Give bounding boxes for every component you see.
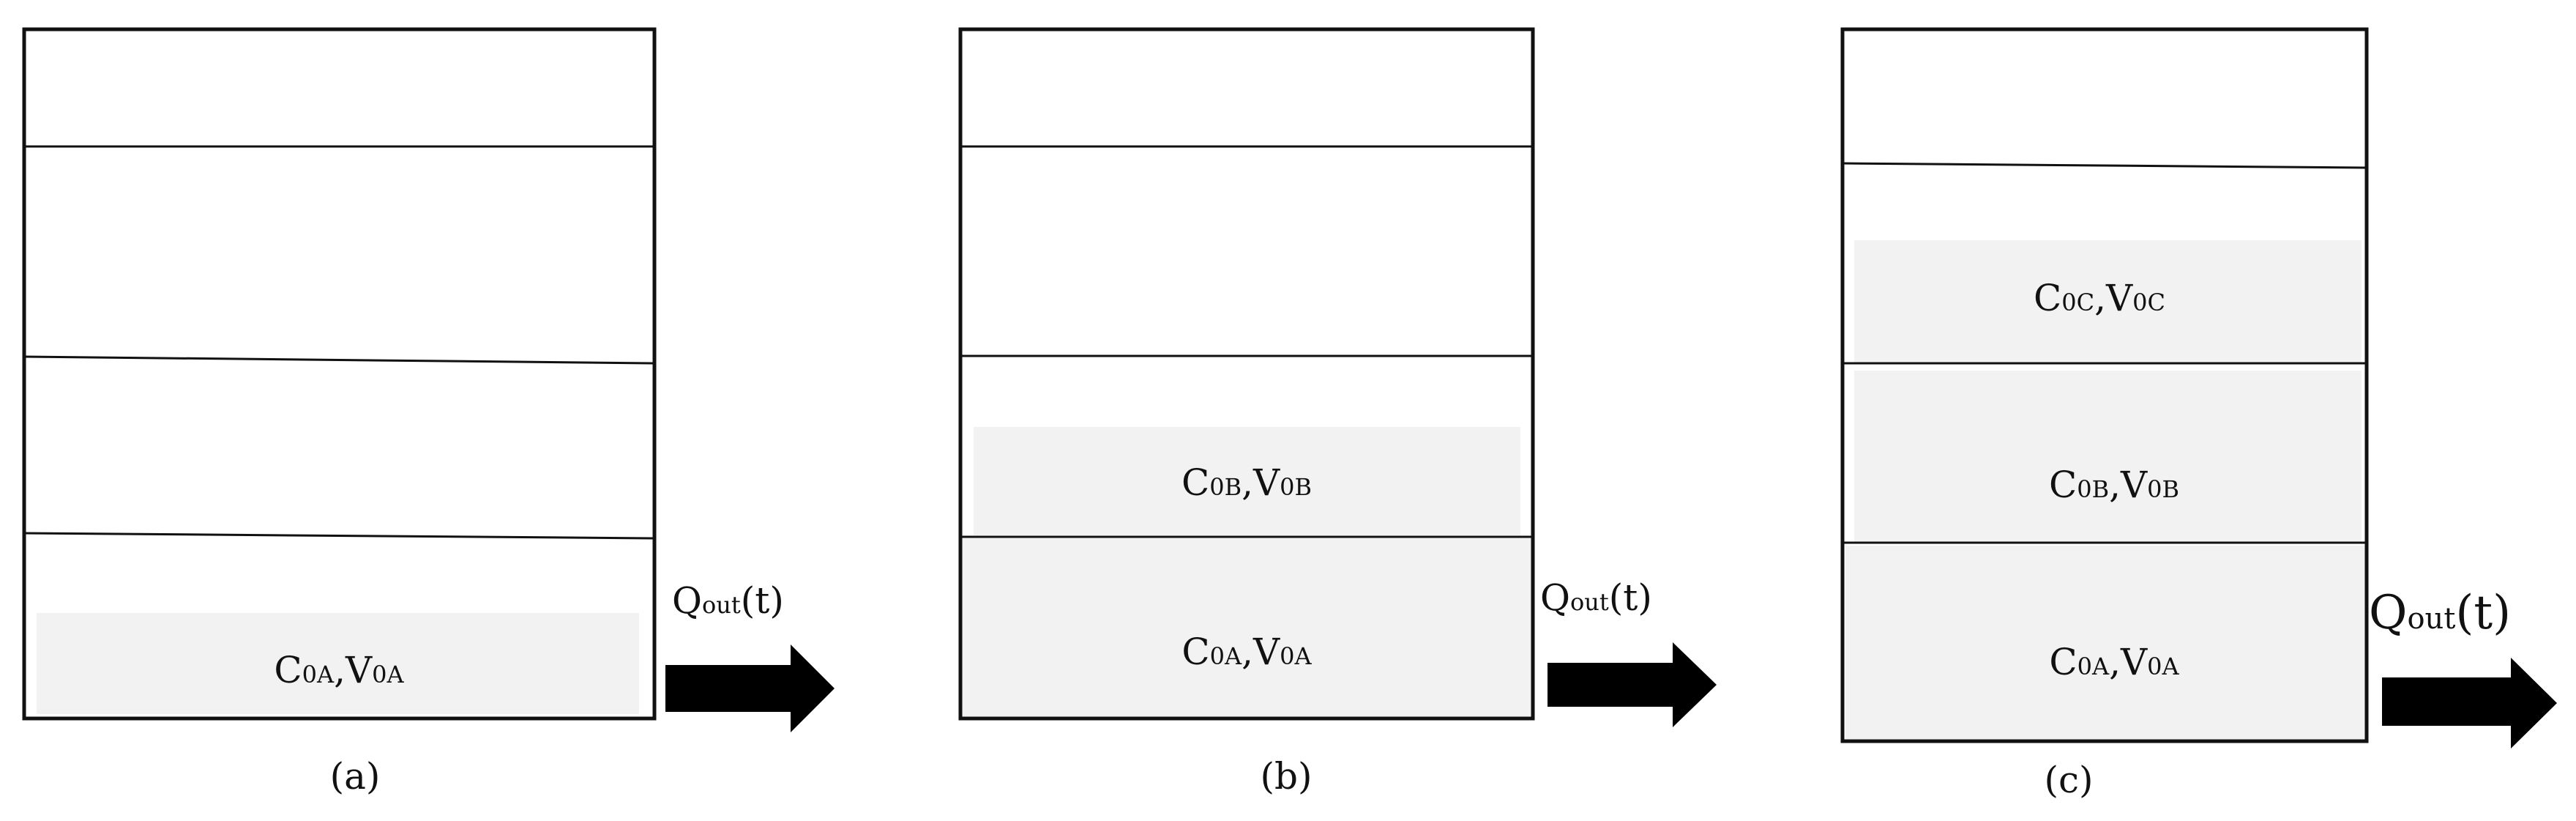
panel-c: C0C,V0C C0B,V0B C0A,V0A Qout(t) (c) <box>1840 27 2557 801</box>
panel-caption-b: (b) <box>1260 755 1312 798</box>
layer-label-b-0a: C0A,V0A <box>1181 631 1312 673</box>
layer-label-c-0c: C0C,V0C <box>2034 277 2165 319</box>
level-line-c-1 <box>1842 162 2367 169</box>
layer-fill-b-0a <box>960 538 1533 716</box>
panel-caption-c: (c) <box>2044 759 2093 801</box>
layer-fill-c-0a <box>1845 546 2367 739</box>
layer-label-c-0a: C0A,V0A <box>2049 641 2179 683</box>
tank-outline-c <box>1840 27 2369 743</box>
layer-fill-a-0a <box>37 613 639 714</box>
flow-label-a: Qout(t) <box>672 579 784 622</box>
flow-label-c: Qout(t) <box>2369 586 2511 640</box>
panel-caption-a: (a) <box>330 755 381 798</box>
outflow-arrow-b <box>1548 642 1717 727</box>
outflow-arrow-a <box>665 644 835 732</box>
panel-a: C0A,V0A Qout(t) (a) <box>22 27 835 798</box>
layer-fill-c-0c <box>1854 240 2362 363</box>
tank-outline-a <box>22 27 657 721</box>
level-line-a-3 <box>23 532 655 540</box>
outflow-arrow-c <box>2382 658 2557 748</box>
layer-fill-b-0b <box>974 427 1520 535</box>
tank-outline-b <box>958 27 1535 721</box>
level-line-a-2 <box>23 355 655 365</box>
panel-b: C0B,V0B C0A,V0A Qout(t) (b) <box>958 27 1717 798</box>
flow-label-b: Qout(t) <box>1540 576 1652 619</box>
layer-label-a-0a: C0A,V0A <box>274 649 404 691</box>
layer-label-b-0b: C0B,V0B <box>1181 461 1312 504</box>
layer-label-c-0b: C0B,V0B <box>2049 464 2179 506</box>
layer-fill-c-0b <box>1854 371 2362 542</box>
